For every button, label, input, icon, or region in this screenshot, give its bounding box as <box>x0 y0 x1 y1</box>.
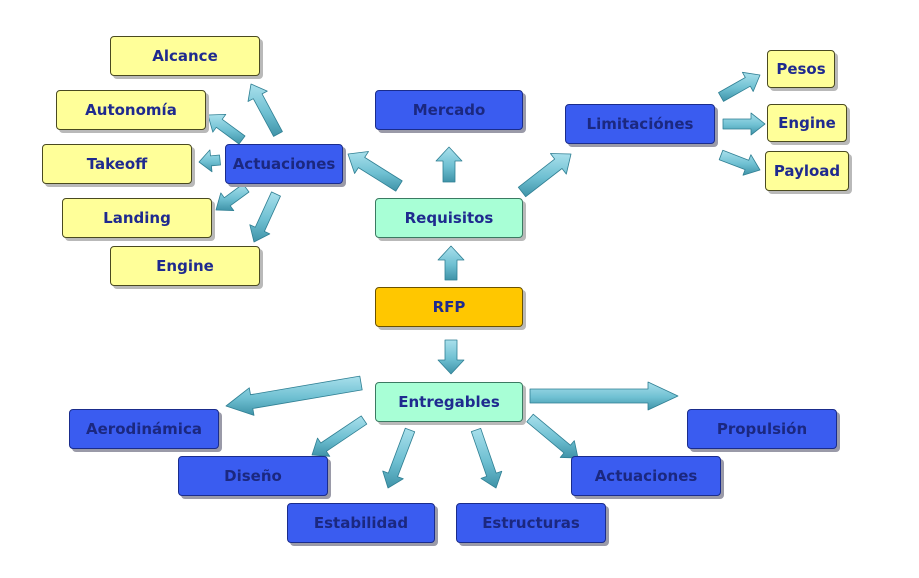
arrow-entregables-to-estabilidad <box>382 427 416 489</box>
arrow-actuaciones-to-alcance <box>247 83 283 137</box>
node-alcance: Alcance <box>110 36 260 76</box>
node-mercado: Mercado <box>375 90 523 130</box>
arrow-limitaciones-to-payload <box>718 149 761 176</box>
node-aerodinamica: Aerodinámica <box>69 409 219 449</box>
arrow-entregables-to-actuaciones <box>526 413 579 459</box>
arrow-entregables-to-estructuras <box>470 427 503 489</box>
arrow-requisitos-to-limitaciones <box>517 153 572 198</box>
node-actuaciones-bottom: Actuaciones <box>571 456 721 496</box>
arrow-entregables-to-propulsion <box>529 381 679 411</box>
arrow-actuaciones-to-takeoff <box>198 149 221 173</box>
node-payload: Payload <box>765 151 849 191</box>
node-requisitos: Requisitos <box>375 198 523 238</box>
node-estructuras: Estructuras <box>456 503 606 543</box>
node-estabilidad: Estabilidad <box>287 503 435 543</box>
arrow-limitaciones-to-pesos <box>718 71 761 102</box>
node-diseno: Diseño <box>178 456 328 496</box>
node-engine-left: Engine <box>110 246 260 286</box>
node-pesos: Pesos <box>767 50 835 88</box>
node-takeoff: Takeoff <box>42 144 192 184</box>
node-autonomia: Autonomía <box>56 90 206 130</box>
node-limitaciones: Limitaciónes <box>565 104 715 144</box>
arrow-entregables-to-aerodinamica <box>225 375 363 416</box>
arrow-rfp-to-entregables <box>437 339 465 375</box>
node-landing: Landing <box>62 198 212 238</box>
node-engine-right: Engine <box>767 104 847 142</box>
node-rfp: RFP <box>375 287 523 327</box>
arrow-entregables-to-diseno <box>311 415 368 457</box>
arrow-actuaciones-to-engine <box>249 191 281 243</box>
arrow-rfp-to-requisitos <box>437 245 465 281</box>
node-entregables: Entregables <box>375 382 523 422</box>
arrow-requisitos-to-mercado <box>435 146 463 183</box>
arrow-limitaciones-to-engine <box>722 112 766 136</box>
arrow-actuaciones-to-landing <box>215 183 250 212</box>
node-propulsion: Propulsión <box>687 409 837 449</box>
node-actuaciones-top: Actuaciones <box>225 144 343 184</box>
arrow-actuaciones-to-autonomia <box>207 114 246 145</box>
arrow-requisitos-to-actuaciones <box>347 151 403 192</box>
